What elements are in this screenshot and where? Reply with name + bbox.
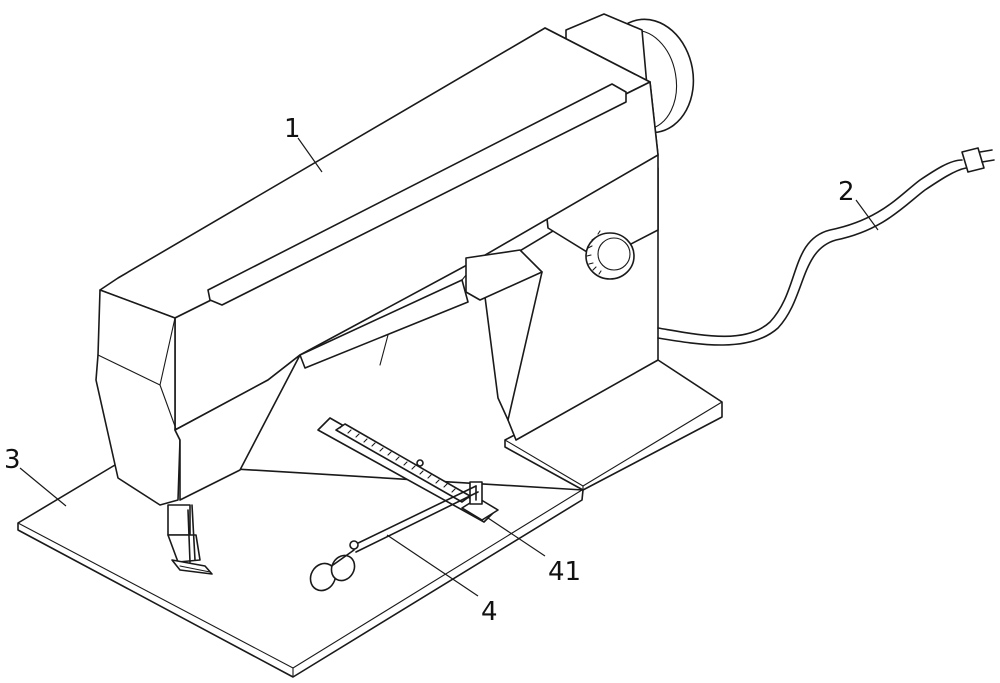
label-1: 1 <box>284 114 301 144</box>
label-4: 4 <box>481 597 498 627</box>
label-41: 41 <box>548 557 581 587</box>
base-plate <box>17 461 584 678</box>
ruler-track <box>317 417 495 523</box>
power-cord <box>657 147 995 346</box>
label-3: 3 <box>4 445 21 475</box>
guide-rod <box>309 485 479 592</box>
presser-foot <box>167 504 213 575</box>
label-2: 2 <box>838 177 855 207</box>
tension-knob <box>585 230 635 280</box>
sewing-machine-body <box>95 27 659 506</box>
leader-lines <box>19 137 879 597</box>
